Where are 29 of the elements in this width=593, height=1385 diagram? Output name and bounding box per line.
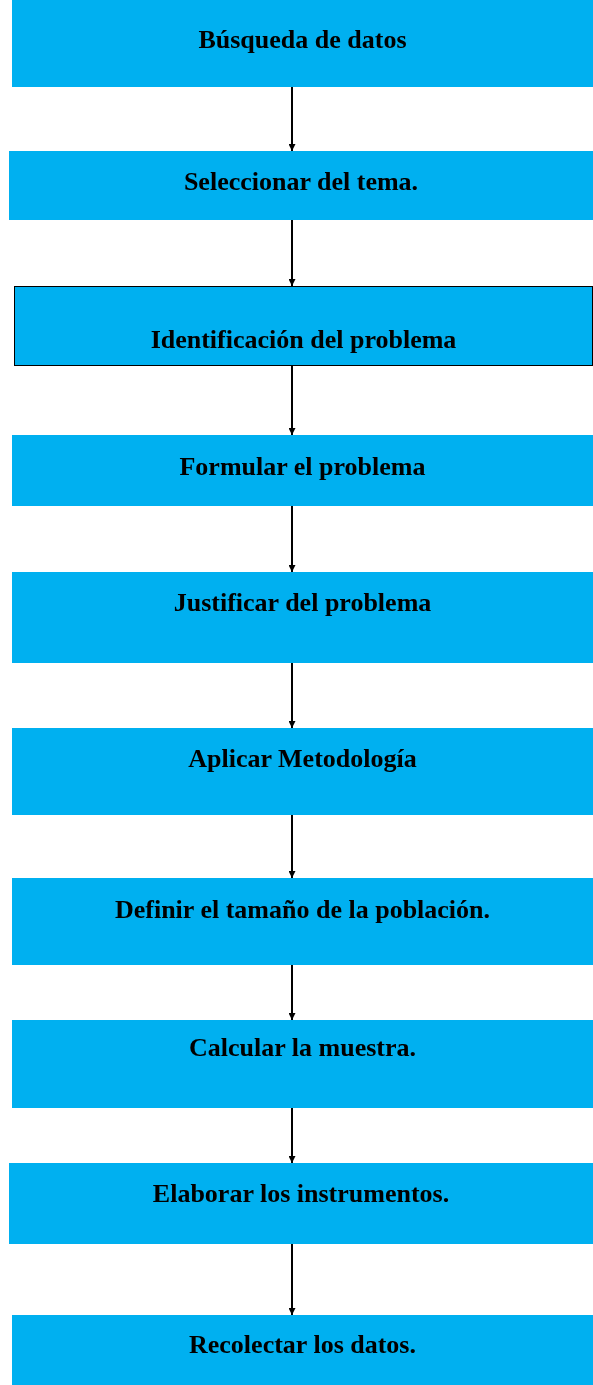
process-box: [14, 286, 593, 366]
step-label: Búsqueda de datos: [197, 25, 408, 55]
process-box: [12, 1020, 593, 1108]
arrow: [288, 505, 296, 573]
arrow: [288, 1107, 296, 1164]
process-box: [12, 728, 593, 815]
step-label: Identificación del problema: [149, 324, 458, 355]
step-label: Aplicar Metodología: [187, 744, 418, 774]
arrow: [288, 219, 296, 287]
step-label: Elaborar los instrumentos.: [151, 1179, 451, 1209]
process-box: [9, 1163, 593, 1244]
arrow: [288, 1243, 296, 1316]
process-box: [12, 878, 593, 965]
process-box: [9, 151, 593, 220]
step-label: Recolectar los datos.: [188, 1330, 417, 1360]
arrow: [288, 964, 296, 1021]
process-box: [12, 1315, 593, 1385]
arrow: [288, 365, 296, 436]
process-box: [12, 572, 593, 663]
step-label: Definir el tamaño de la población.: [113, 895, 492, 925]
process-box: [12, 0, 593, 87]
arrow: [288, 814, 296, 879]
process-box: [12, 435, 593, 506]
step-label: Justificar del problema: [172, 588, 433, 618]
step-label: Seleccionar del tema.: [182, 167, 420, 197]
step-label: Calcular la muestra.: [188, 1033, 417, 1063]
arrow: [288, 662, 296, 729]
arrow: [288, 86, 296, 152]
step-label: Formular el problema: [178, 452, 427, 482]
